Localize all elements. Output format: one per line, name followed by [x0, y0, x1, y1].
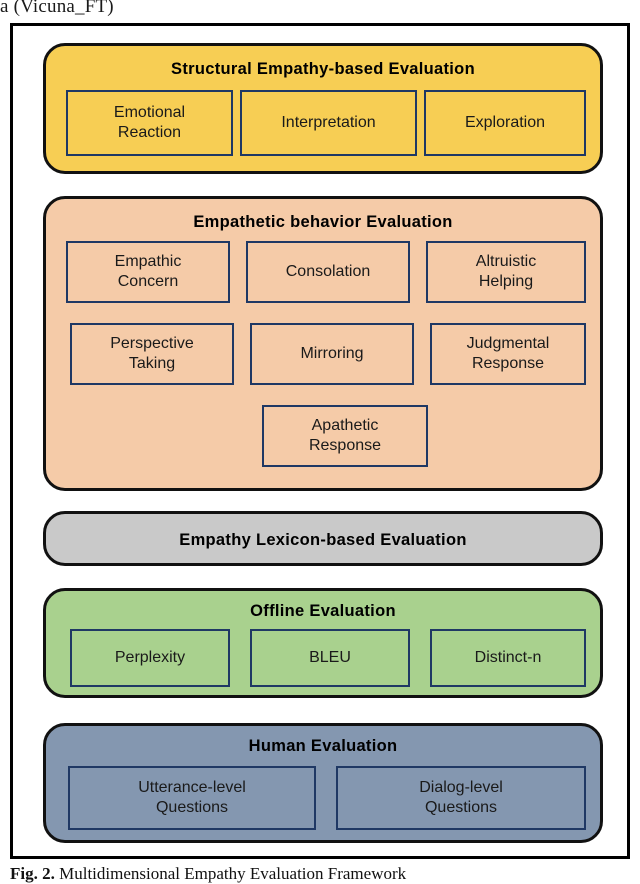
subbox-emotional-reaction[interactable]: Emotional Reaction — [66, 90, 233, 156]
subbox-empathic-concern[interactable]: Empathic Concern — [66, 241, 230, 303]
subbox-perspective-taking[interactable]: Perspective Taking — [70, 323, 234, 385]
figure-frame: Structural Empathy-based Evaluation Emot… — [10, 23, 630, 859]
panel-title-structural: Structural Empathy-based Evaluation — [171, 60, 475, 78]
subbox-consolation[interactable]: Consolation — [246, 241, 410, 303]
figure-caption-text: Multidimensional Empathy Evaluation Fram… — [54, 864, 407, 883]
page-top-text-fragment: a (Vicuna_FT) — [0, 0, 114, 17]
panel-empathy-lexicon-based-evaluation[interactable]: Empathy Lexicon-based Evaluation — [43, 511, 603, 566]
subbox-mirroring[interactable]: Mirroring — [250, 323, 414, 385]
panel-title-empathetic: Empathetic behavior Evaluation — [193, 213, 453, 231]
figure-caption-label: Fig. 2. — [10, 864, 55, 883]
panel-human-evaluation[interactable]: Human Evaluation Utterance-level Questio… — [43, 723, 603, 843]
subbox-perplexity[interactable]: Perplexity — [70, 629, 230, 687]
subbox-interpretation[interactable]: Interpretation — [240, 90, 417, 156]
subbox-judgmental-response[interactable]: Judgmental Response — [430, 323, 586, 385]
subbox-altruistic-helping[interactable]: Altruistic Helping — [426, 241, 586, 303]
panel-title-human: Human Evaluation — [248, 737, 398, 755]
subbox-bleu[interactable]: BLEU — [250, 629, 410, 687]
subbox-apathetic-response[interactable]: Apathetic Response — [262, 405, 428, 467]
panel-empathetic-behavior-evaluation[interactable]: Empathetic behavior Evaluation Empathic … — [43, 196, 603, 491]
panel-structural-empathy-based-evaluation[interactable]: Structural Empathy-based Evaluation Emot… — [43, 43, 603, 174]
panel-title-offline: Offline Evaluation — [250, 602, 396, 620]
figure-caption: Fig. 2. Multidimensional Empathy Evaluat… — [10, 864, 630, 884]
panel-title-lexicon: Empathy Lexicon-based Evaluation — [179, 531, 467, 549]
subbox-distinct-n[interactable]: Distinct-n — [430, 629, 586, 687]
subbox-dialog-level-questions[interactable]: Dialog-level Questions — [336, 766, 586, 830]
subbox-exploration[interactable]: Exploration — [424, 90, 586, 156]
subbox-utterance-level-questions[interactable]: Utterance-level Questions — [68, 766, 316, 830]
panel-offline-evaluation[interactable]: Offline Evaluation Perplexity BLEU Disti… — [43, 588, 603, 698]
